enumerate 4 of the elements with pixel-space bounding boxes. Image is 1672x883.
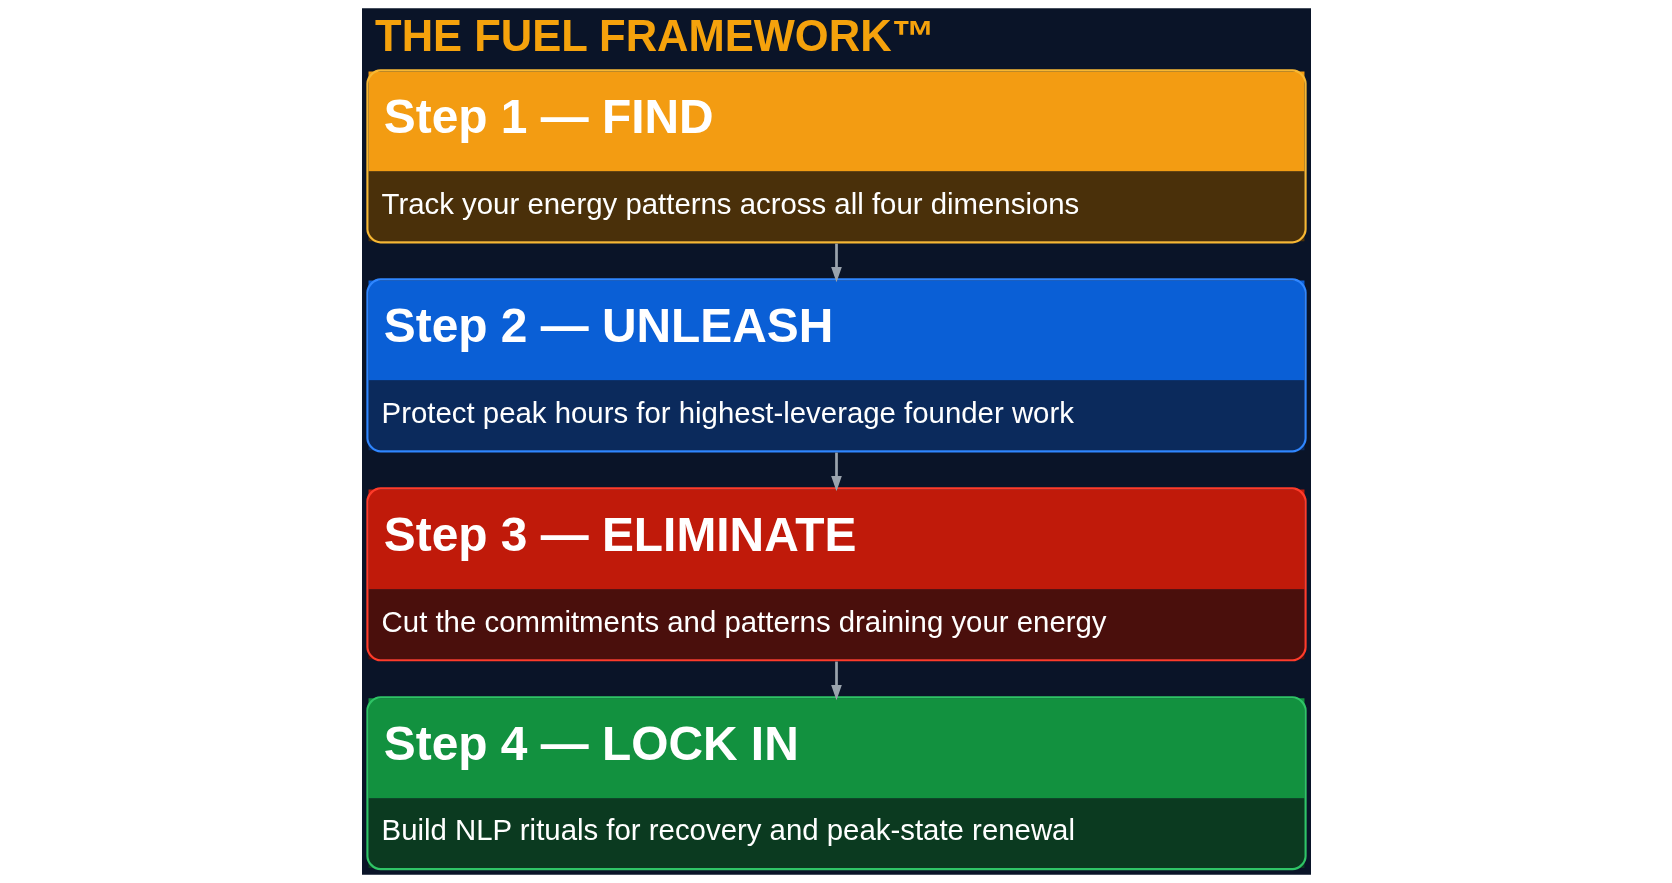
arrow [830, 243, 842, 283]
diagram-title: THE FUEL FRAMEWORK™ [374, 11, 935, 60]
arrow [830, 452, 842, 492]
arrow [830, 661, 842, 701]
